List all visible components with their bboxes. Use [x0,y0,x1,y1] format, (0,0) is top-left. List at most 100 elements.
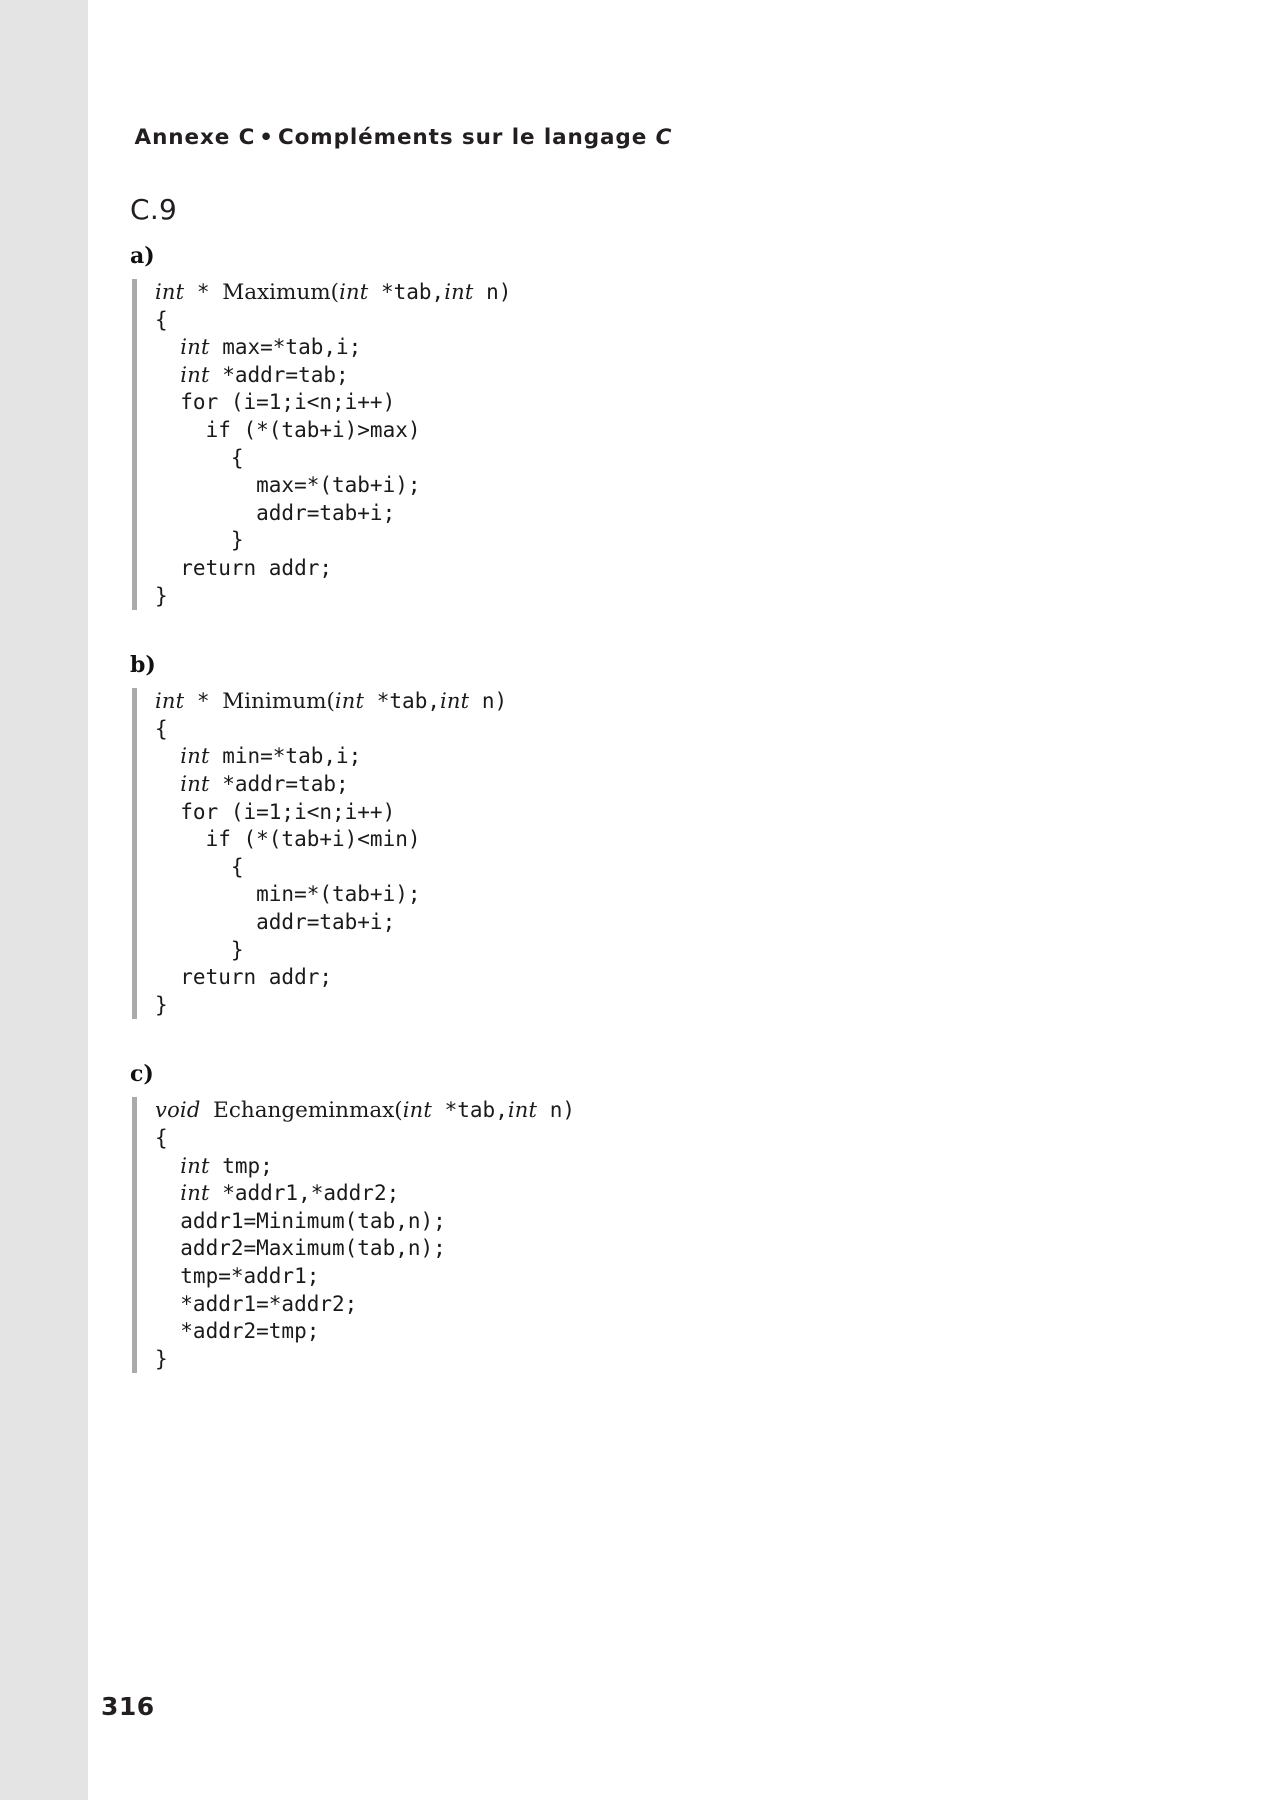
code-text: { [155,307,168,332]
code-line: int tmp; [155,1153,575,1181]
code-text: { [155,854,244,879]
code-line: addr=tab+i; [155,909,507,937]
code-text: *addr2=tmp; [155,1319,320,1344]
code-text: } [155,583,168,608]
code-text: addr1=Minimum(tab,n); [155,1208,446,1233]
code-keyword: int [180,1181,210,1206]
code-keyword: int [334,689,365,714]
code-block-c: void Echangeminmax(int *tab,int n){ int … [132,1097,575,1374]
code-text: max=*(tab+i); [155,473,421,498]
code-line: int * Maximum(int *tab,int n) [155,279,511,307]
code-function-name: Maximum( [222,280,340,305]
code-line: { [155,1125,575,1153]
code-function-name: Echangeminmax( [213,1098,403,1124]
section-heading: C.9 [130,193,178,226]
code-keyword: int [439,689,470,714]
code-keyword: void [155,1098,201,1123]
code-line: addr1=Minimum(tab,n); [155,1208,575,1236]
code-keyword: int [339,280,369,304]
item-label-a: a) [130,243,155,269]
code-text: * [184,689,223,714]
code-text: } [155,937,244,962]
code-line: } [155,1346,575,1374]
code-line: return addr; [155,555,511,583]
code-text: max=*tab,i; [209,335,362,360]
item-label-b: b) [130,652,156,679]
code-keyword: int [507,1098,538,1123]
code-text: min=*tab,i; [209,744,362,769]
code-line: min=*(tab+i); [155,881,507,909]
code-text [200,1098,213,1122]
code-text: return addr; [155,555,333,580]
code-text: addr=tab+i; [155,500,396,525]
code-text [155,335,180,359]
code-line: { [155,854,507,882]
code-line: addr2=Maximum(tab,n); [155,1235,575,1263]
code-text: addr2=Maximum(tab,n); [155,1236,446,1261]
code-line: } [155,937,507,965]
code-line: { [155,445,511,473]
code-text: { [155,1125,168,1150]
code-line: } [155,527,511,555]
code-text: *addr=tab; [209,362,349,387]
code-text: tmp=*addr1; [155,1263,320,1288]
code-text: * [184,280,223,304]
code-keyword: int [180,362,210,387]
code-text [155,744,180,768]
code-text: tmp; [209,1153,273,1178]
code-line: *addr2=tmp; [155,1318,575,1346]
code-text: *tab, [364,689,440,714]
code-line: int * Minimum(int *tab,int n) [155,688,507,716]
code-text: for (i=1;i<n;i++) [155,390,396,415]
code-text: n) [537,1098,576,1123]
code-text: *tab, [431,1098,508,1123]
left-margin-band [0,0,88,1800]
running-header-chapter: Annexe C [134,125,256,150]
code-keyword: int [402,1098,432,1123]
code-line: int *addr=tab; [155,771,507,799]
code-keyword: int [180,771,210,796]
code-text: if (*(tab+i)>max) [155,417,421,442]
code-text: } [155,528,244,553]
running-header-separator: • [259,125,274,150]
code-line: { [155,716,507,744]
code-keyword: int [444,280,474,304]
code-text: return addr; [155,965,333,990]
code-text [155,1181,180,1205]
code-text: } [155,992,168,1017]
code-line: addr=tab+i; [155,500,511,528]
code-keyword: int [180,744,210,769]
code-block-a: int * Maximum(int *tab,int n){ int max=*… [132,279,511,611]
code-text: *addr1,*addr2; [209,1181,400,1206]
code-block-b: int * Minimum(int *tab,int n){ int min=*… [132,688,507,1020]
running-header-title: Compléments sur le langage [277,125,648,150]
code-text: } [155,1346,168,1371]
code-text: { [155,445,244,470]
code-keyword: int [155,280,185,304]
code-line: int *addr1,*addr2; [155,1180,575,1208]
code-line: int *addr=tab; [155,362,511,390]
code-line: } [155,583,511,611]
code-text: n) [469,689,508,714]
code-function-name: Minimum( [222,689,335,715]
code-line: } [155,992,507,1020]
code-line: if (*(tab+i)<min) [155,826,507,854]
code-keyword: int [180,1153,210,1178]
code-line: if (*(tab+i)>max) [155,417,511,445]
code-line: { [155,307,511,335]
code-line: return addr; [155,964,507,992]
code-text [155,772,180,796]
code-line: void Echangeminmax(int *tab,int n) [155,1097,575,1125]
code-line: int max=*tab,i; [155,334,511,362]
code-line: for (i=1;i<n;i++) [155,389,511,417]
code-text: *addr=tab; [209,771,349,796]
code-line: *addr1=*addr2; [155,1291,575,1319]
code-text: *addr1=*addr2; [155,1291,358,1316]
code-line: max=*(tab+i); [155,472,511,500]
code-text: for (i=1;i<n;i++) [155,799,396,824]
code-text: min=*(tab+i); [155,882,421,907]
code-keyword: int [155,689,185,714]
code-line: tmp=*addr1; [155,1263,575,1291]
code-text [155,1154,180,1178]
code-keyword: int [180,335,210,360]
